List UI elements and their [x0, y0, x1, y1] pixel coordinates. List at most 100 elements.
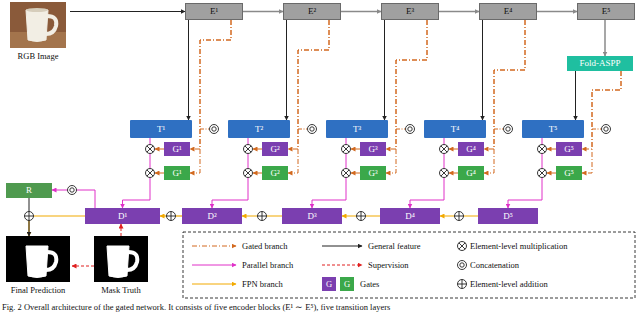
- gate-box: G²: [262, 166, 288, 180]
- node-label: G²: [270, 144, 279, 155]
- truth-mask: [107, 246, 137, 278]
- decoder-block: D³: [282, 208, 342, 224]
- prediction-mask: [26, 246, 56, 278]
- node-label: Fold-ASPP: [579, 58, 620, 69]
- multiply-symbol: [440, 145, 449, 154]
- gated-line: [200, 129, 209, 130]
- swatch-letter: G: [322, 278, 336, 290]
- connector: [582, 71, 621, 149]
- connector: [575, 71, 576, 120]
- connector: [288, 20, 329, 149]
- node-label: G⁴: [466, 144, 476, 155]
- gate-arrow: [351, 149, 360, 150]
- node-label: G¹: [172, 168, 181, 179]
- node-label: G²: [270, 168, 279, 179]
- prediction-background: [6, 236, 70, 282]
- connector: [386, 20, 427, 149]
- legend-gate-swatch: [322, 277, 336, 291]
- connector: [190, 20, 231, 149]
- node-label: T⁵: [549, 124, 558, 135]
- legend-line: [192, 284, 236, 285]
- multiply-symbol: [440, 169, 449, 178]
- mug-rim: [26, 8, 48, 12]
- legend-samples: [192, 246, 362, 284]
- gate-arrow: [449, 149, 458, 150]
- node-label: T²: [255, 124, 263, 135]
- concat-symbol: [602, 125, 611, 134]
- image-node: RGB Image: [6, 2, 70, 62]
- connector: [484, 20, 525, 173]
- gated-line: [494, 129, 503, 130]
- gate-arrow: [155, 149, 164, 150]
- add-symbol: [167, 212, 176, 221]
- mug-photo: [26, 10, 56, 42]
- connector: [188, 20, 189, 120]
- decoder-block: D⁴: [380, 208, 440, 224]
- legend-add-symbol: [458, 280, 467, 289]
- legend-text: FPN branch: [242, 278, 283, 290]
- connector: [190, 20, 231, 173]
- connector: [121, 224, 122, 236]
- connector: [341, 11, 381, 13]
- multiply-symbol: [538, 169, 547, 178]
- transition-layer: T⁵: [522, 120, 584, 138]
- transition-layer: T¹: [130, 120, 192, 138]
- refinement-block: R: [6, 183, 52, 198]
- legend-gate-swatch: [340, 277, 354, 291]
- gate-box: G⁵: [556, 166, 582, 180]
- photo-background: [10, 2, 66, 48]
- encoder-block: E¹: [185, 3, 243, 20]
- gate-arrow: [449, 173, 458, 174]
- connector: [537, 11, 577, 13]
- gate-box: G⁵: [556, 142, 582, 156]
- add-symbol: [455, 212, 464, 221]
- legend-text: Gates: [360, 278, 379, 290]
- prediction-image: Final Prediction: [4, 236, 72, 296]
- concat-symbol: [68, 186, 77, 195]
- decoder-block: D⁵: [478, 208, 538, 224]
- gate-box: G⁴: [458, 142, 484, 156]
- encoder-block: E²: [283, 3, 341, 20]
- node-label: G¹: [172, 144, 181, 155]
- encoder-block: E³: [381, 3, 439, 20]
- gate-box: G¹: [164, 166, 190, 180]
- legend-line: [192, 246, 236, 247]
- connector: [29, 216, 85, 236]
- decoder-block: D¹: [85, 208, 160, 224]
- connector: [604, 20, 606, 56]
- gate-box: G²: [262, 142, 288, 156]
- connector: [508, 138, 542, 208]
- node-label: E¹: [210, 6, 218, 17]
- swatch-letter: G: [340, 278, 354, 290]
- figure-caption: Fig. 2 Overall architecture of the gated…: [2, 301, 638, 313]
- concat-symbol: [308, 125, 317, 134]
- gate-box: G¹: [164, 142, 190, 156]
- node-label: G³: [368, 144, 377, 155]
- gate-box: G³: [360, 142, 386, 156]
- transition-layer: T³: [326, 120, 388, 138]
- node-label: RGB Image: [18, 51, 59, 62]
- connector: [288, 20, 329, 173]
- aspp-module: Fold-ASPP: [567, 56, 633, 71]
- gated-line: [396, 129, 405, 130]
- encoder-block: E⁵: [577, 3, 635, 20]
- node-label: D²: [207, 211, 216, 222]
- multiply-symbol: [244, 169, 253, 178]
- multiply-symbol: [342, 169, 351, 178]
- concat-symbol: [210, 125, 219, 134]
- node-label: T⁴: [451, 124, 460, 135]
- encoder-block: E⁴: [479, 3, 537, 20]
- node-label: T³: [353, 124, 361, 135]
- decoder-block: D²: [182, 208, 242, 224]
- legend-line: [322, 246, 362, 247]
- mask-image: Mask Truth: [94, 236, 148, 296]
- gate-arrow: [155, 173, 164, 174]
- concat-symbol: [406, 125, 415, 134]
- node-label: D³: [307, 211, 316, 222]
- transition-layer: T⁴: [424, 120, 486, 138]
- connector: [410, 138, 444, 208]
- gate-arrow: [547, 149, 556, 150]
- legend-text: Gated branch: [242, 240, 288, 252]
- legend-multiply-symbol: [458, 242, 467, 251]
